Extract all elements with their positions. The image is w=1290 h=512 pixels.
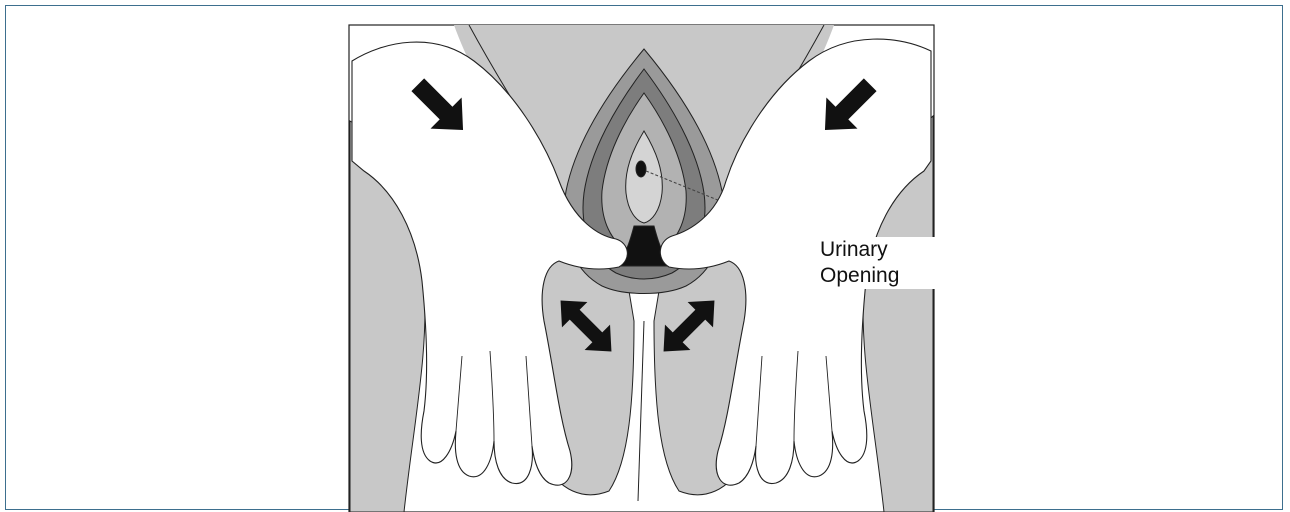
urinary-opening-label: Urinary Opening	[818, 237, 936, 289]
urinary-opening-marker	[636, 161, 646, 177]
label-line-2: Opening	[820, 263, 936, 289]
label-line-1: Urinary	[820, 237, 936, 263]
